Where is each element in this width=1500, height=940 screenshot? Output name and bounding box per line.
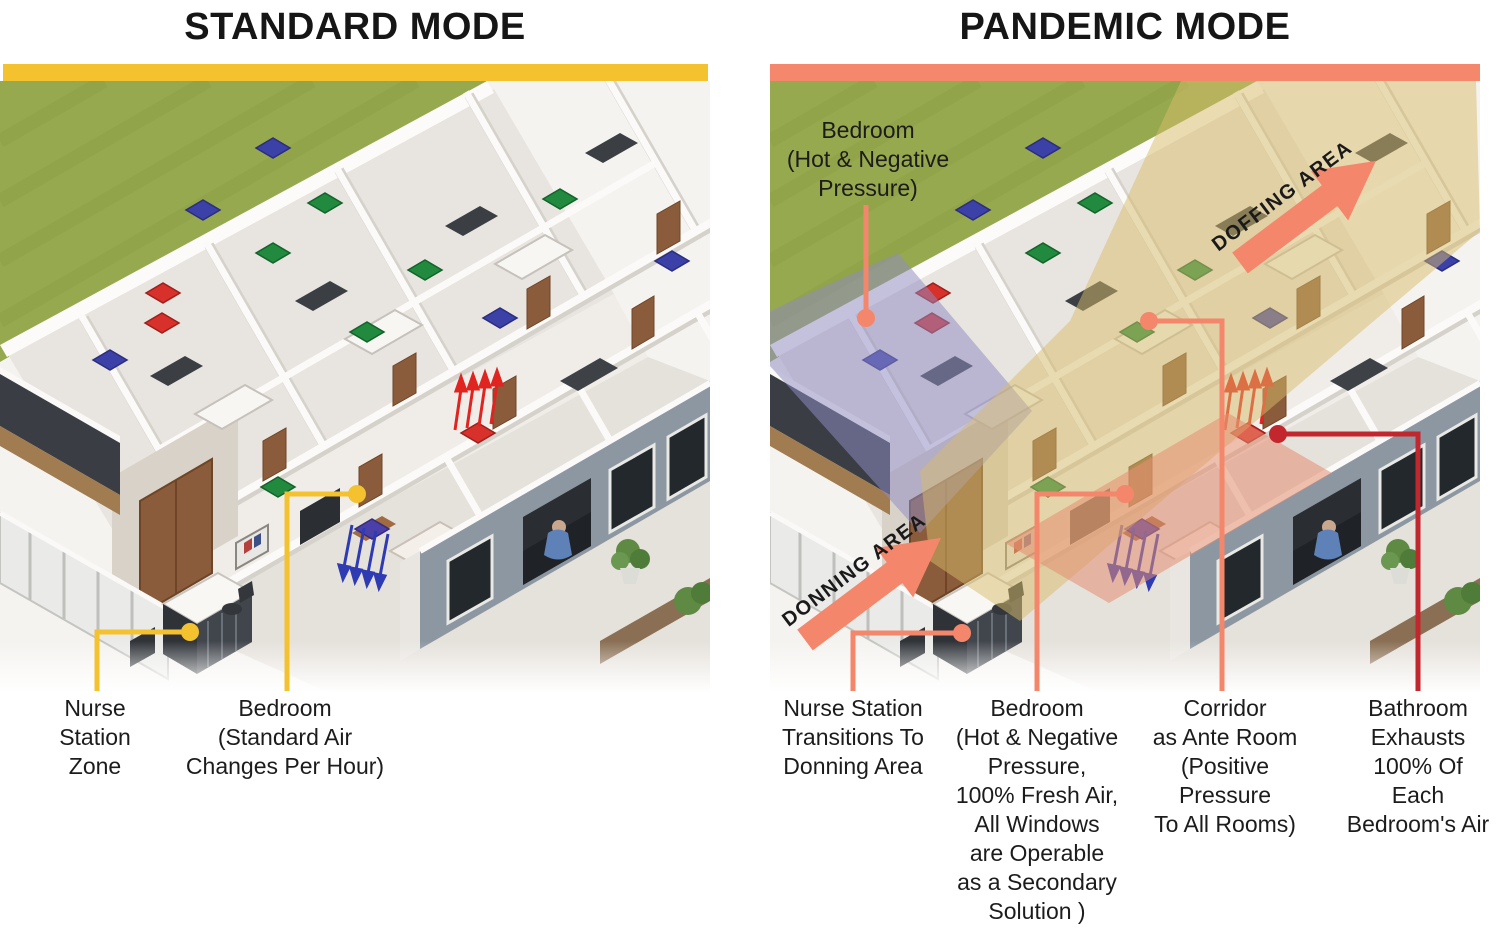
standard-mode-panel: STANDARD MODE	[0, 0, 710, 940]
callout-nurse-station-zone: Nurse Station Zone	[59, 695, 131, 779]
callout-nurse-station-donning: Nurse Station Transitions To Donning Are…	[782, 695, 924, 779]
standard-leader-lines	[94, 491, 357, 691]
callout-bedroom-negative-pressure: Bedroom (Hot & Negative Pressure)	[786, 117, 950, 201]
hot-bedroom-zone	[1005, 413, 1332, 603]
standard-accent-bar	[3, 64, 708, 81]
pandemic-leader-dots	[857, 309, 1158, 642]
ante-room-corridor-zone	[920, 81, 1480, 621]
callout-corridor-ante-room: Corridor as Ante Room (Positive Pressure…	[1152, 695, 1298, 837]
bathroom-leader	[1269, 425, 1421, 691]
standard-leader-dots	[181, 485, 366, 641]
standard-scene	[0, 81, 710, 693]
pandemic-mode-panel: PANDEMIC MODE DOFFING AREA DONNING AREA	[770, 0, 1489, 940]
standard-mode-title: STANDARD MODE	[184, 6, 526, 48]
callout-bathroom-exhausts: Bathroom Exhausts 100% Of Each Bedroom's…	[1346, 695, 1490, 837]
pandemic-scene: DOFFING AREA DONNING AREA	[770, 81, 1480, 693]
callout-bedroom-hot-negative: Bedroom (Hot & Negative Pressure, 100% F…	[955, 695, 1119, 924]
pandemic-leader-lines	[850, 205, 1225, 691]
callout-bedroom-standard-air: Bedroom (Standard Air Changes Per Hour)	[185, 695, 385, 779]
pandemic-mode-title: PANDEMIC MODE	[959, 6, 1291, 48]
pandemic-accent-bar	[770, 64, 1480, 81]
